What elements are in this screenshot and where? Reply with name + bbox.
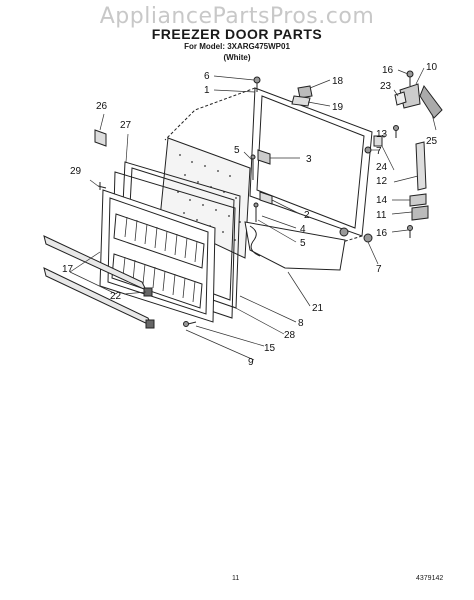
diagram-title: FREEZER DOOR PARTS: [151, 26, 323, 42]
left-screw: [97, 182, 107, 190]
callout-3: 3: [306, 154, 312, 165]
callout-28: 28: [284, 330, 296, 341]
callout-18: 18: [332, 76, 344, 87]
callout-17: 17: [62, 264, 74, 275]
center-screw-5b: [253, 202, 259, 222]
callout-29: 29: [70, 166, 82, 177]
liner-cutout: [249, 225, 261, 257]
callout-10: 10: [426, 62, 438, 73]
bottom-hinge-11: [411, 205, 429, 221]
callout-4: 4: [300, 224, 306, 235]
hinge-bushing: [373, 135, 383, 147]
callout-12: 12: [376, 176, 388, 187]
callout-15: 15: [264, 343, 276, 354]
callout-5-upper: 5: [234, 145, 240, 156]
center-bracket-3: [257, 149, 271, 165]
upper-door-shelf: [113, 213, 205, 269]
callout-25: 25: [426, 136, 438, 147]
insulation-dots: [177, 154, 241, 241]
top-bracket-18: [297, 85, 313, 99]
inner-door-liner-face: [107, 197, 209, 315]
watermark: AppliancePartsPros.com: [99, 4, 375, 29]
callout-16-top: 16: [382, 65, 394, 76]
callout-19: 19: [332, 102, 344, 113]
callout-23: 23: [380, 81, 392, 92]
left-bracket: [94, 129, 107, 147]
top-screw: [253, 76, 261, 92]
assembly-outline: [164, 87, 256, 141]
leveler-foot-7a: [339, 227, 349, 237]
door-liner-panel: [244, 221, 346, 271]
model-line: For Model: 3XARG475WP01: [184, 42, 290, 51]
callout-26: 26: [96, 101, 108, 112]
hinge-screw-bottom: [407, 225, 413, 238]
callout-6: 6: [204, 71, 210, 82]
center-screw-5a: [250, 154, 256, 180]
callout-27: 27: [120, 120, 132, 131]
callout-16-bottom: 16: [376, 228, 388, 239]
bottom-hinge-14: [409, 193, 427, 207]
callout-21: 21: [312, 303, 324, 314]
hinge-screw-top: [406, 70, 414, 86]
hinge-screw-13: [393, 125, 399, 138]
color-line: (White): [223, 53, 251, 62]
callout-5-lower: 5: [300, 238, 306, 249]
callout-1: 1: [204, 85, 210, 96]
callout-7-upper: 7: [376, 146, 382, 157]
bottom-screw-15: [183, 321, 197, 327]
page-number: 11: [232, 575, 240, 582]
leader-lines: [69, 67, 437, 361]
hinge-cover: [419, 84, 443, 119]
callout-8: 8: [298, 318, 304, 329]
document-number: 4379142: [416, 575, 444, 582]
leveler-foot-7b: [363, 233, 373, 243]
callout-labels: 6 1 18 19 16 10 23 25 26 27 5 3 13 7 24 …: [62, 62, 438, 368]
callout-9: 9: [248, 357, 254, 368]
rail-end-cap-lower: [145, 319, 155, 329]
callout-7-lower: 7: [376, 264, 382, 275]
callout-13: 13: [376, 129, 388, 140]
callout-14: 14: [376, 195, 388, 206]
center-washer-2: [259, 191, 273, 205]
top-bracket-19: [291, 95, 311, 107]
callout-11: 11: [376, 210, 387, 221]
callout-24: 24: [376, 162, 388, 173]
callout-2: 2: [304, 210, 310, 221]
callout-22: 22: [110, 291, 122, 302]
door-stop-bar: [415, 141, 427, 191]
